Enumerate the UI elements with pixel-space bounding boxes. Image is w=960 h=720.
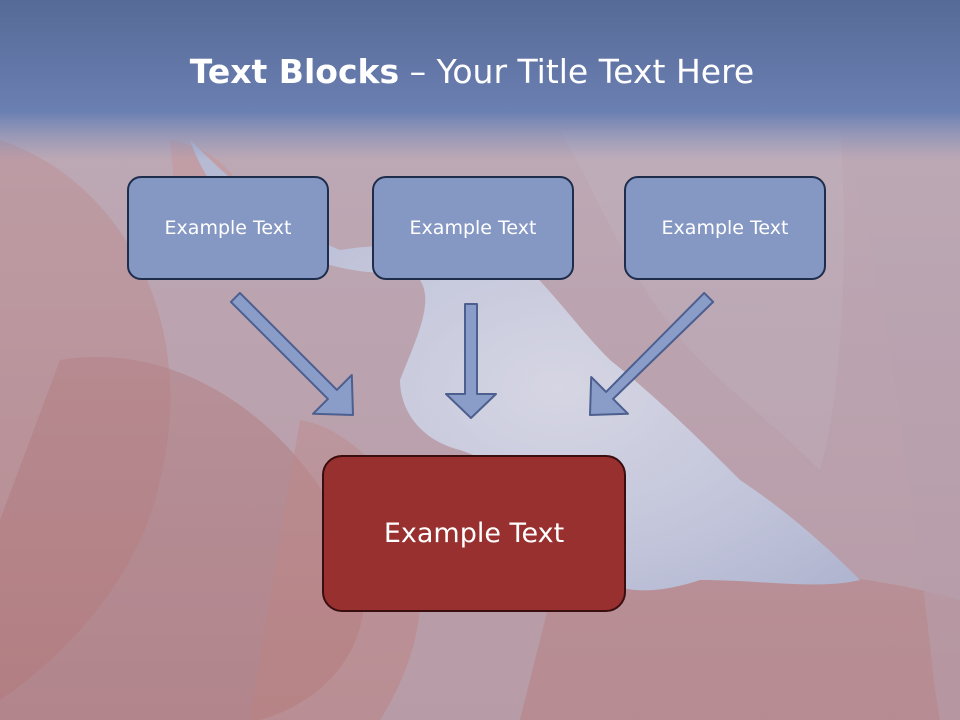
arrow-left-icon bbox=[229, 291, 354, 416]
text-block-middle-label: Example Text bbox=[409, 217, 537, 239]
text-block-right: Example Text bbox=[624, 176, 826, 280]
target-text-block-label: Example Text bbox=[383, 518, 565, 549]
slide-title: Text Blocks – Your Title Text Here bbox=[0, 52, 944, 91]
arrow-middle-icon bbox=[445, 303, 497, 419]
target-text-block: Example Text bbox=[322, 455, 626, 612]
title-normal-text: Your Title Text Here bbox=[436, 52, 755, 91]
text-block-left: Example Text bbox=[127, 176, 329, 280]
text-block-left-label: Example Text bbox=[164, 217, 292, 239]
arrow-right-icon bbox=[589, 291, 715, 416]
text-block-right-label: Example Text bbox=[661, 217, 789, 239]
title-bold-text: Text Blocks bbox=[189, 52, 400, 91]
title-separator: – bbox=[399, 52, 437, 91]
text-block-middle: Example Text bbox=[372, 176, 574, 280]
